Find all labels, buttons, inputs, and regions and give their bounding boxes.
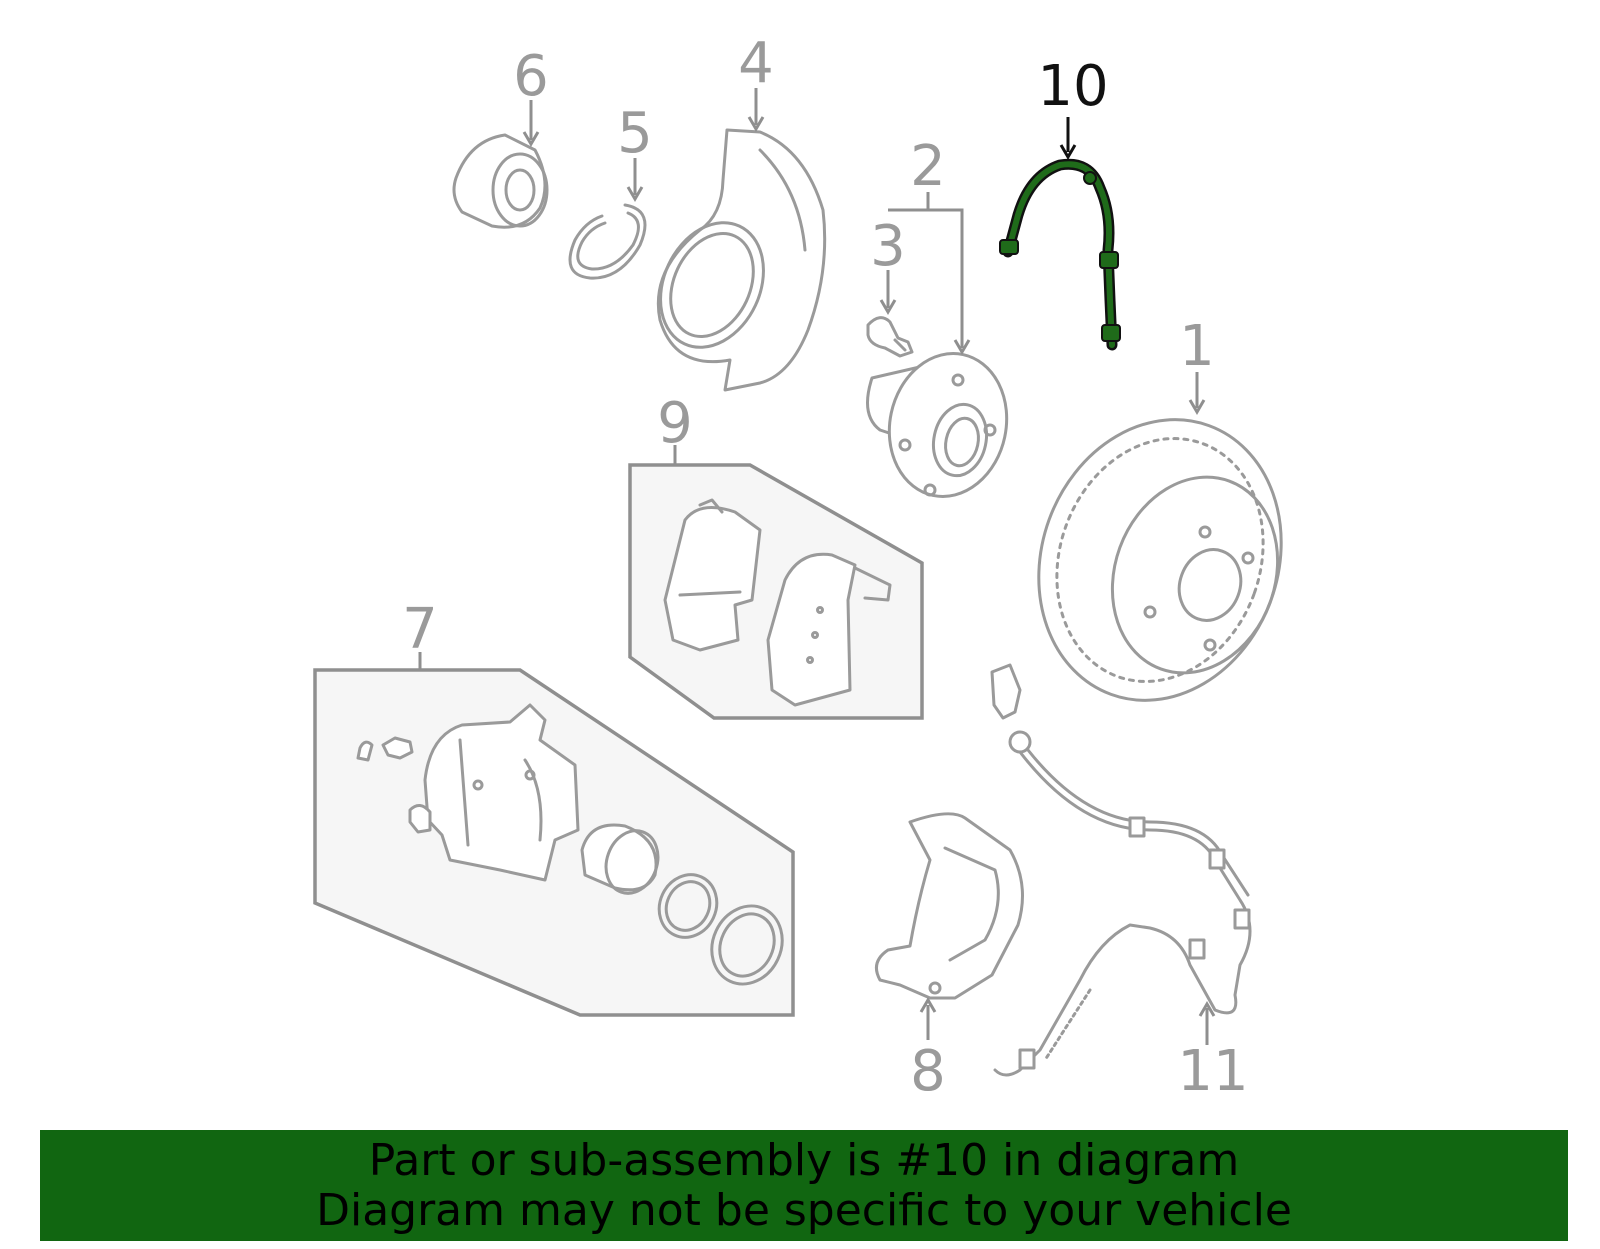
banner-line-2: Diagram may not be specific to your vehi… xyxy=(316,1184,1292,1236)
part-11-abs-sensor[interactable] xyxy=(990,663,1252,1077)
info-banner: Part or sub-assembly is #10 in diagram D… xyxy=(40,1130,1568,1241)
callout-1: 1 xyxy=(1179,314,1215,379)
banner-line-1: Part or sub-assembly is #10 in diagram xyxy=(368,1134,1240,1186)
callout-2: 2 xyxy=(910,134,946,199)
leader-2 xyxy=(888,192,964,348)
part-6-bearing[interactable] xyxy=(452,133,549,229)
callout-8: 8 xyxy=(910,1039,946,1104)
callout-labels: 1 2 3 4 5 6 7 8 9 10 11 xyxy=(402,31,1248,1104)
part-9-brake-pads[interactable] xyxy=(663,498,892,707)
part-3-bolt[interactable] xyxy=(866,316,914,358)
callout-4: 4 xyxy=(738,31,774,96)
part-2-hub[interactable] xyxy=(866,343,1020,508)
part-5-snap-ring[interactable] xyxy=(568,203,647,280)
callout-11: 11 xyxy=(1177,1039,1248,1104)
part-7-caliper[interactable] xyxy=(356,703,795,996)
callout-7: 7 xyxy=(402,597,438,662)
callout-3: 3 xyxy=(870,214,906,279)
callout-9: 9 xyxy=(657,391,693,456)
callout-5: 5 xyxy=(617,101,653,166)
part-4-splash-shield[interactable] xyxy=(641,128,827,392)
leader-lines xyxy=(418,88,1216,1045)
part-8-caliper-bracket[interactable] xyxy=(874,812,1024,1000)
callout-10: 10 xyxy=(1037,54,1108,119)
part-10-brake-hose[interactable] xyxy=(999,158,1121,351)
callout-6: 6 xyxy=(513,44,549,109)
part-1-rotor[interactable] xyxy=(1000,385,1320,734)
